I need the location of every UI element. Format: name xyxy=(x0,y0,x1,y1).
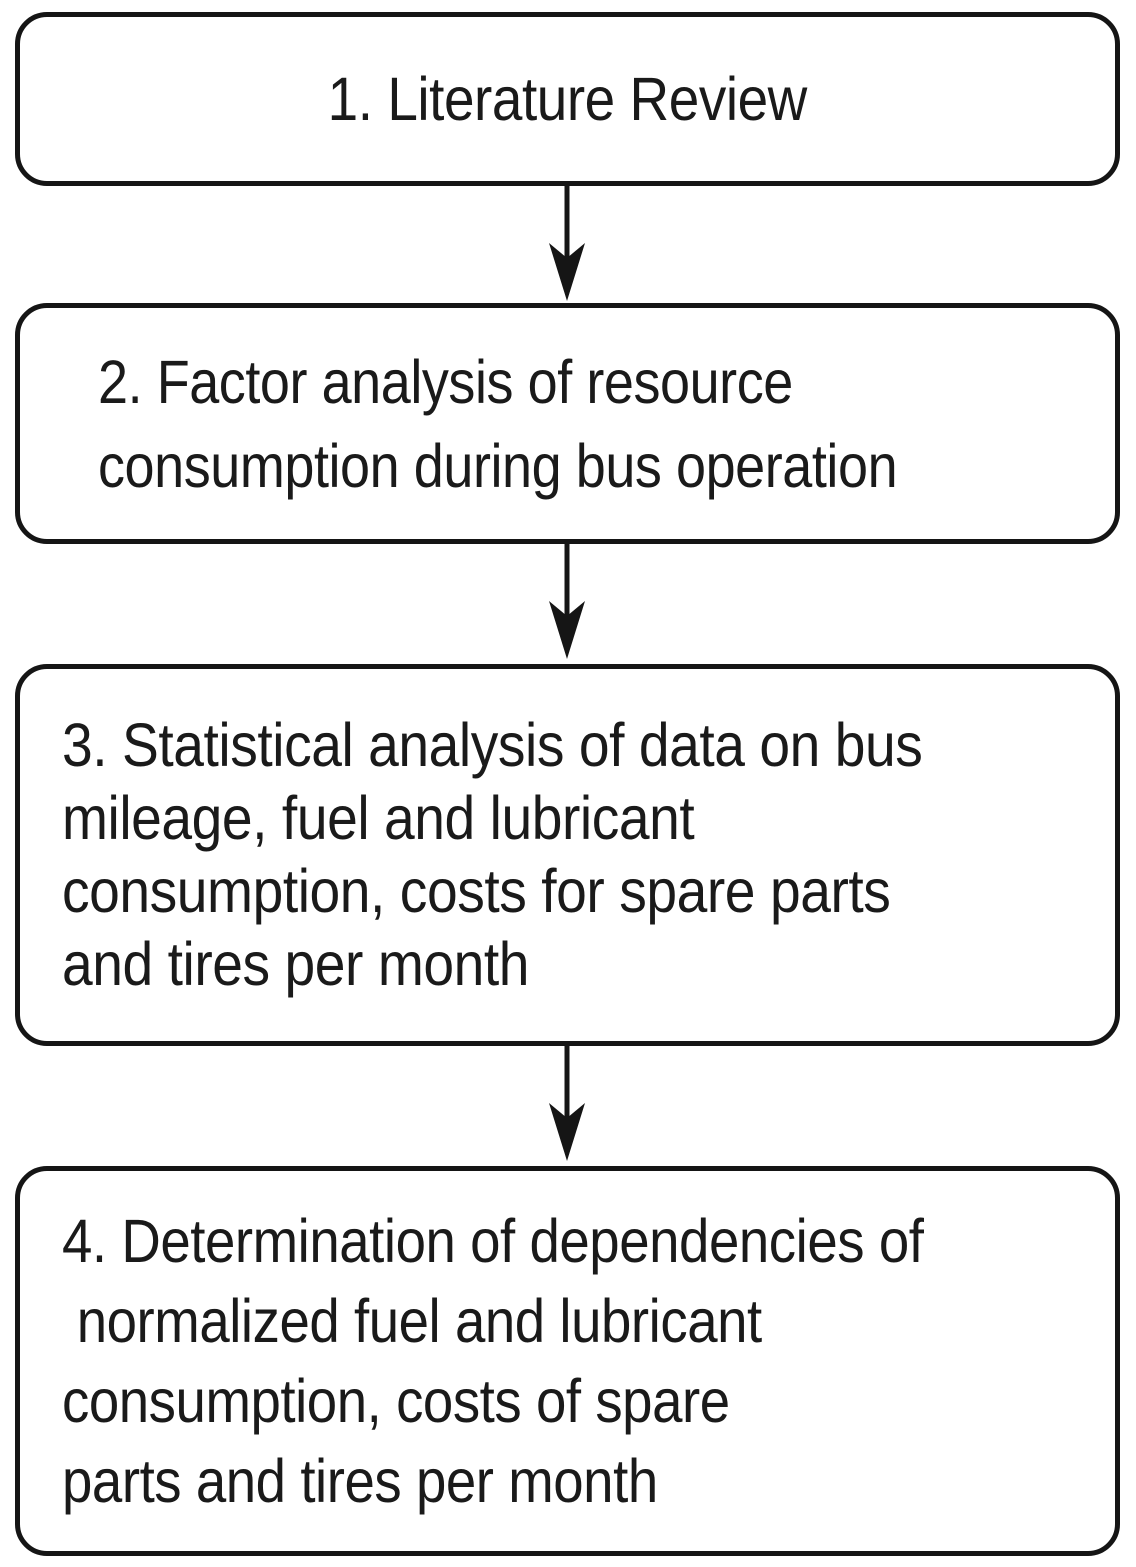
flow-node-step-3-line-3: consumption, costs for spare parts xyxy=(62,857,891,925)
flow-node-step-4-line-3: consumption, costs of spare xyxy=(62,1367,730,1435)
flow-node-step-2-line-2: consumption during bus operation xyxy=(98,431,898,500)
flow-node-step-4[interactable]: 4. Determination of dependencies of norm… xyxy=(15,1166,1120,1556)
flow-node-step-1[interactable]: 1. Literature Review xyxy=(15,12,1120,186)
flow-node-step-3-line-4: and tires per month xyxy=(62,930,530,998)
flow-node-step-1-label: 1. Literature Review xyxy=(327,65,808,133)
flow-node-step-3-line-1: 3. Statistical analysis of data on bus xyxy=(62,711,923,779)
flow-node-step-4-line-4: parts and tires per month xyxy=(62,1447,658,1515)
down-arrow-icon-1 xyxy=(549,186,585,301)
flow-node-step-3[interactable]: 3. Statistical analysis of data on bus m… xyxy=(15,664,1120,1046)
flow-node-step-3-line-2: mileage, fuel and lubricant xyxy=(62,784,695,852)
flow-node-step-2[interactable]: 2. Factor analysis of resource consumpti… xyxy=(15,303,1120,544)
down-arrow-icon-3 xyxy=(549,1046,585,1161)
flow-node-step-2-line-1: 2. Factor analysis of resource xyxy=(98,347,793,416)
flow-node-step-4-line-2: normalized fuel and lubricant xyxy=(62,1287,762,1355)
flow-node-step-4-line-1: 4. Determination of dependencies of xyxy=(62,1207,924,1275)
down-arrow-icon-2 xyxy=(549,544,585,659)
